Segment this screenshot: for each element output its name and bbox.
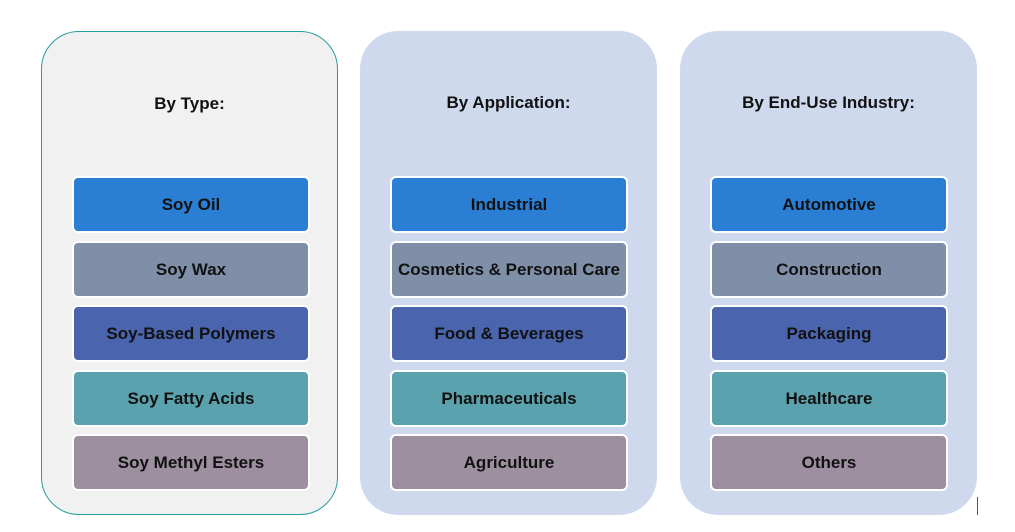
segment-box: Soy Wax (72, 241, 310, 298)
panel-title: By End-Use Industry: (742, 93, 915, 112)
segment-box: Soy Oil (72, 176, 310, 233)
segment-box: Agriculture (390, 434, 628, 491)
panel-title: By Type: (154, 94, 225, 113)
segment-box: Pharmaceuticals (390, 370, 628, 427)
segment-box: Soy Methyl Esters (72, 434, 310, 491)
segment-box: Food & Beverages (390, 305, 628, 362)
segment-box: Soy Fatty Acids (72, 370, 310, 427)
segment-box: Healthcare (710, 370, 948, 427)
segment-box: Construction (710, 241, 948, 298)
segment-box: Others (710, 434, 948, 491)
segment-box: Automotive (710, 176, 948, 233)
panel-title: By Application: (446, 93, 571, 112)
segment-box: Soy-Based Polymers (72, 305, 310, 362)
segment-box: Cosmetics & Personal Care (390, 241, 628, 298)
text-cursor (977, 497, 978, 515)
segment-box: Packaging (710, 305, 948, 362)
segment-box: Industrial (390, 176, 628, 233)
